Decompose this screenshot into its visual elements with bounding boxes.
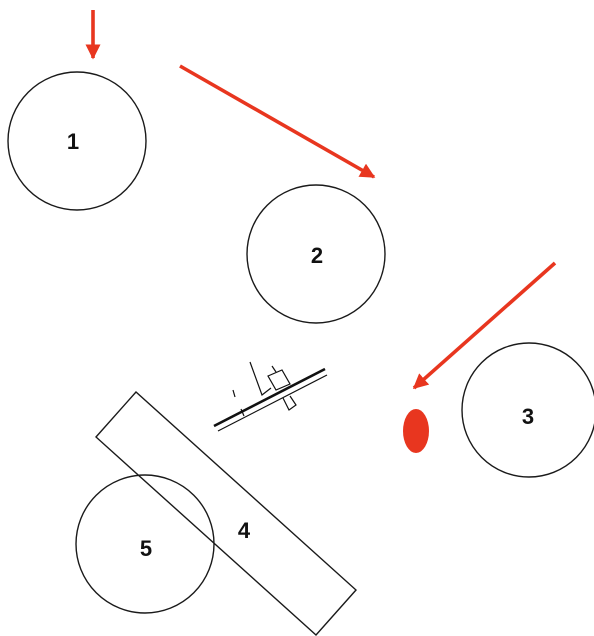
circle-2 <box>246 184 386 324</box>
red-target <box>403 409 429 453</box>
arrow-diagonal-right <box>179 64 376 179</box>
plane-icon <box>213 361 328 432</box>
circle-1 <box>7 71 147 211</box>
circle-3-label: 3 <box>522 404 534 429</box>
rectangle-4 <box>95 391 357 636</box>
rectangle-4-label: 4 <box>238 518 251 543</box>
circle-1-label: 1 <box>67 129 79 154</box>
arrow-diagonal-left <box>412 261 557 390</box>
circle-5 <box>75 474 215 614</box>
circle-3 <box>461 342 594 478</box>
circle-2-label: 2 <box>311 243 323 268</box>
circle-5-label: 5 <box>140 536 152 561</box>
